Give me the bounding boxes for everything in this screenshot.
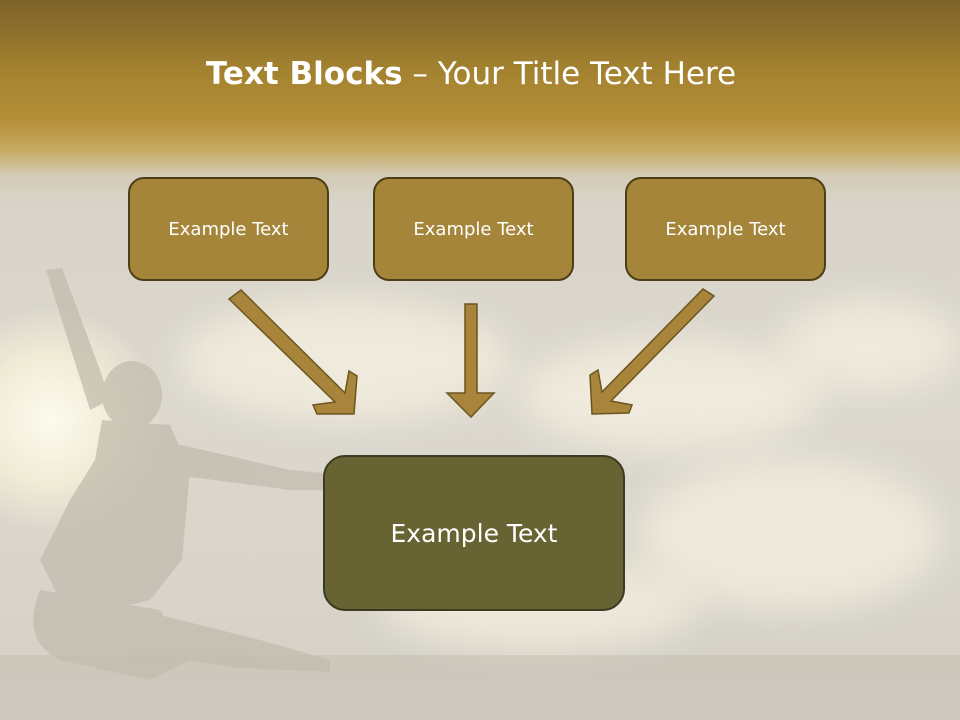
text-block-2[interactable]: Example Text [373,177,574,281]
text-block-label: Example Text [413,218,534,240]
cloud [780,300,960,390]
text-block-3[interactable]: Example Text [625,177,826,281]
title-rest: – Your Title Text Here [402,56,737,92]
text-block-1[interactable]: Example Text [128,177,329,281]
cloud [520,340,820,450]
header-band [0,0,960,200]
slide-title: Text Blocks – Your Title Text Here [0,52,942,96]
arrow-middle [445,303,496,419]
arrow-right [589,288,716,415]
text-block-label: Example Text [665,218,786,240]
cloud [640,460,940,610]
title-bold: Text Blocks [205,56,403,92]
arrow-left [227,289,358,415]
target-block[interactable]: Example Text [323,455,625,611]
text-block-label: Example Text [168,218,289,240]
target-block-label: Example Text [390,518,558,548]
